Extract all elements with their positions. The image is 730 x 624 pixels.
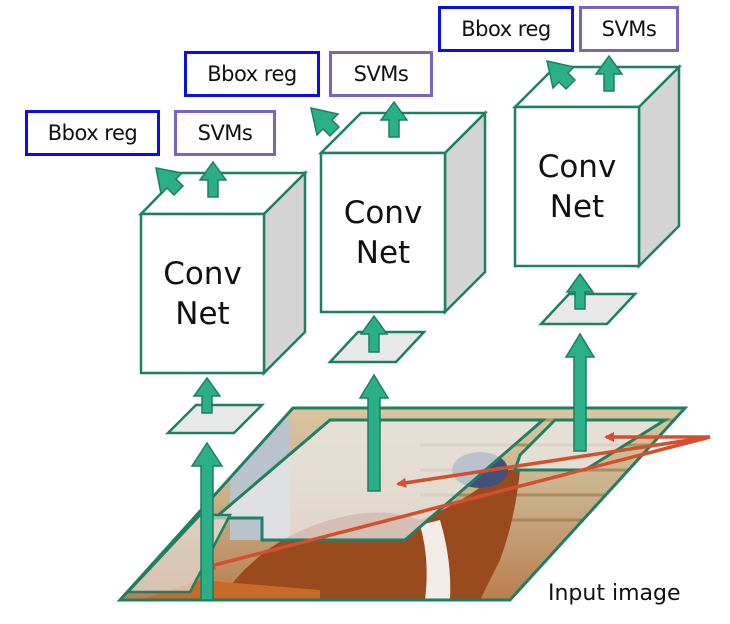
region-proposal-right (512, 418, 671, 472)
up-arrow-icon (198, 160, 228, 198)
warped-patch-left (164, 403, 266, 435)
svms-box-right: SVMs (579, 6, 679, 52)
pointer-arrow-icon (205, 435, 711, 570)
up-arrow-icon (379, 100, 409, 138)
bbox-reg-box-right: Bbox reg (438, 6, 574, 52)
net-text: Net (355, 235, 411, 271)
up-arrow-icon (565, 272, 595, 310)
diagonal-arrow-icon (155, 167, 185, 197)
svms-label: SVMs (353, 62, 409, 86)
up-arrow-icon (359, 314, 389, 353)
net-text: Net (549, 189, 605, 225)
svms-label: SVMs (197, 121, 253, 145)
pointer-arrow-icon (396, 435, 711, 488)
input-image-frame (116, 406, 689, 602)
svms-box-mid: SVMs (329, 51, 433, 97)
conv-text: Conv (537, 149, 617, 185)
input-image-caption: Input image (548, 581, 681, 606)
svms-label: SVMs (601, 17, 657, 41)
bbox-reg-label: Bbox reg (47, 121, 138, 145)
up-arrow-icon (594, 54, 624, 92)
up-arrow-icon (564, 332, 596, 452)
bbox-reg-box-mid: Bbox reg (184, 51, 320, 97)
convnet-cube-right (511, 63, 683, 270)
convnet-cube-mid (317, 109, 489, 316)
conv-text: Conv (163, 256, 242, 292)
bbox-reg-label: Bbox reg (207, 62, 297, 86)
svms-box-left: SVMs (174, 110, 276, 156)
conv-text: Conv (343, 195, 423, 231)
pointer-arrows (205, 432, 711, 570)
warped-patch-right (538, 292, 638, 326)
bbox-reg-label: Bbox reg (461, 17, 551, 41)
diagonal-arrow-icon (310, 107, 341, 138)
net-text: Net (175, 296, 230, 332)
diagonal-arrow-icon (546, 60, 577, 91)
convnet-cube-left (138, 169, 309, 377)
up-arrow-icon (190, 441, 224, 601)
bbox-reg-box-left: Bbox reg (25, 110, 160, 156)
up-arrow-icon (192, 376, 222, 414)
up-arrow-icon (358, 373, 390, 492)
